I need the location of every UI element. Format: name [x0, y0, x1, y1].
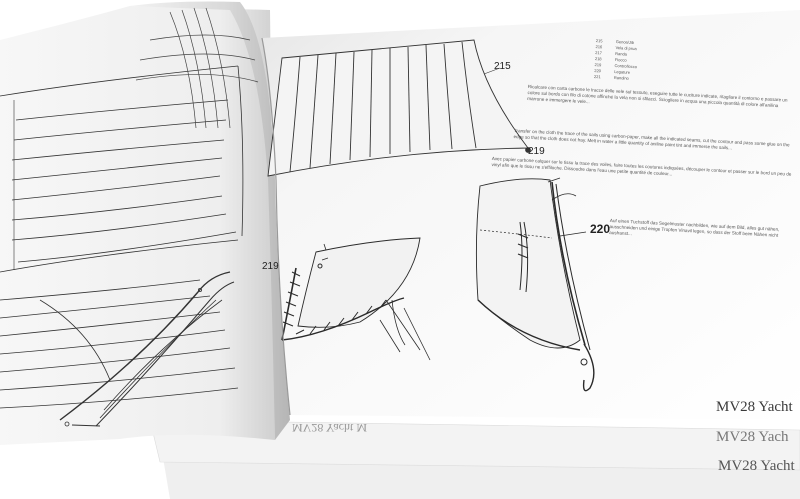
sail-lacing-drawing	[281, 237, 431, 361]
left-page	[0, 6, 275, 445]
hull-planking-drawing	[0, 65, 244, 427]
callout-219-left: 219	[262, 261, 279, 272]
callout-215: 215	[494, 61, 511, 72]
footer-title-mirrored: MV28 Yacht M	[292, 421, 368, 435]
footer-title-page-2: MV28 Yach	[716, 429, 789, 445]
gutter-shadow	[261, 37, 291, 416]
bottom-sheet-2	[149, 419, 800, 471]
sail-rope-drawing	[475, 177, 595, 392]
callout-219-top: 219	[528, 146, 545, 157]
sail-215-drawing	[267, 39, 531, 177]
footer-title-page-1: MV28 Yacht	[716, 399, 793, 415]
strake-lines	[135, 7, 259, 129]
callout-220: 220	[590, 222, 611, 236]
footer-title-page-3: MV28 Yacht	[718, 458, 795, 474]
